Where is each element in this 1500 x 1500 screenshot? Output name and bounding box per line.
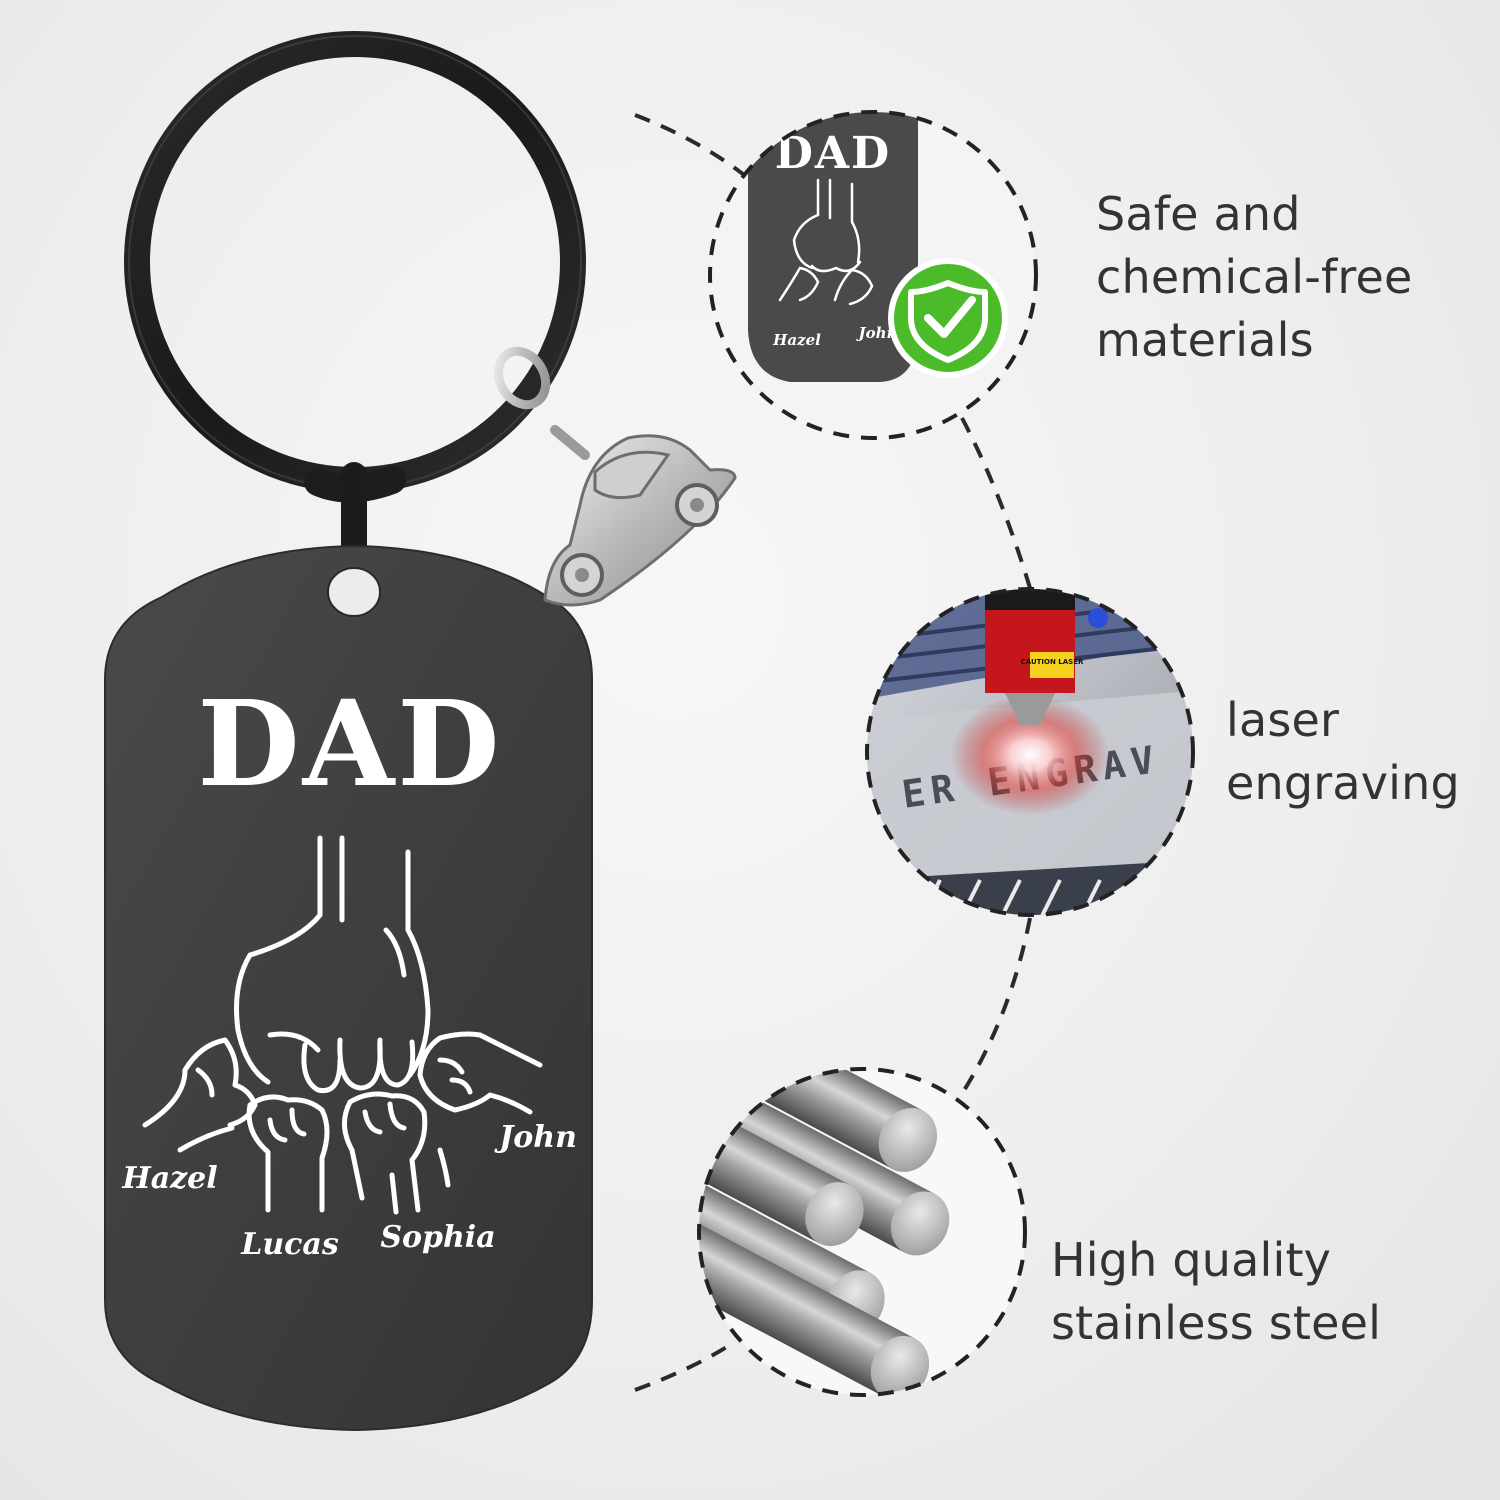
feature-laser-line-1: laser (1226, 693, 1340, 747)
feature-laser-line-2: engraving (1226, 756, 1460, 810)
tag-name-4: John (494, 1120, 577, 1155)
feature-safe-line-3: materials (1096, 313, 1314, 367)
tag-name-3: Sophia (380, 1220, 495, 1255)
key-ring (124, 31, 586, 580)
caution-label: CAUTION LASER (1021, 658, 1084, 666)
tag-name-2: Lucas (240, 1227, 339, 1262)
feature-safe-materials: Safe and chemical-free materials (1096, 183, 1413, 372)
feature-safe-line-2: chemical-free (1096, 250, 1413, 304)
inset-tag-title: DAD (775, 128, 891, 179)
dashed-connectors (634, 113, 1032, 1392)
shield-check-icon (888, 258, 1008, 378)
feature-laser-engraving: laser engraving (1226, 689, 1460, 815)
feature-steel-line-2: stainless steel (1051, 1296, 1382, 1350)
car-charm-icon (493, 346, 737, 607)
fist-bump-engraving (142, 835, 543, 1215)
steel-rods-icon (697, 1067, 1027, 1397)
feature-safe-line-1: Safe and (1096, 187, 1301, 241)
tag-title: DAD (197, 674, 502, 813)
feature-steel-line-1: High quality (1051, 1233, 1332, 1287)
tag-name-1: Hazel (121, 1161, 217, 1196)
inset-tag-name-2: John (856, 324, 898, 342)
dog-tag: DAD Hazel (104, 544, 593, 1432)
inset-tag-name-1: Hazel (772, 331, 821, 349)
feature-stainless-steel: High quality stainless steel (1051, 1229, 1381, 1355)
safe-materials-image: DAD Hazel John (708, 110, 1038, 440)
laser-engraver-icon: ER ENGRAV CAUTION LASER (865, 587, 1195, 917)
